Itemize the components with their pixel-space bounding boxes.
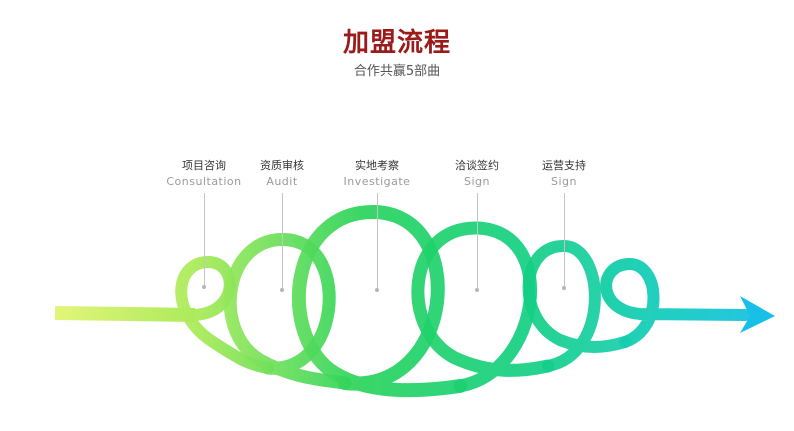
leader-dot-2 xyxy=(280,288,284,292)
step-consultation: 项目咨询 Consultation xyxy=(144,158,264,190)
leader-dot-3 xyxy=(375,288,379,292)
step-label-cn: 洽谈签约 xyxy=(455,159,499,172)
step-label-cn: 实地考察 xyxy=(355,159,399,172)
page-title: 加盟流程 xyxy=(342,28,451,58)
leader-dot-1 xyxy=(202,285,206,289)
leader-line-4 xyxy=(477,193,478,288)
step-label-en: Sign xyxy=(464,175,490,188)
step-audit: 资质审核 Audit xyxy=(222,158,342,190)
step-sign: 洽谈签约 Sign xyxy=(417,158,537,190)
leader-dot-4 xyxy=(475,288,479,292)
step-operations-support: 运营支持 Sign xyxy=(504,158,624,190)
step-label-cn: 运营支持 xyxy=(542,159,586,172)
ribbon-loop-2 xyxy=(223,233,352,390)
step-label-en: Investigate xyxy=(343,175,411,188)
step-label-en: Sign xyxy=(551,175,577,188)
leader-line-3 xyxy=(377,193,378,288)
step-label-cn: 资质审核 xyxy=(260,159,304,172)
ribbon-loop-5 xyxy=(522,239,631,372)
arrow-head-icon xyxy=(740,296,775,333)
page-subtitle: 合作共赢5部曲 xyxy=(353,64,441,79)
leader-line-1 xyxy=(204,193,205,285)
step-label-en: Audit xyxy=(266,175,298,188)
step-investigate: 实地考察 Investigate xyxy=(317,158,437,190)
leader-dot-5 xyxy=(562,286,566,290)
ribbon-loop-6 xyxy=(600,258,751,348)
ribbon-lead-in xyxy=(54,306,196,322)
ribbon-loop-4 xyxy=(411,221,555,393)
leader-line-2 xyxy=(282,193,283,288)
step-label-cn: 项目咨询 xyxy=(182,159,226,172)
step-label-en: Consultation xyxy=(166,175,242,188)
leader-line-5 xyxy=(564,193,565,286)
